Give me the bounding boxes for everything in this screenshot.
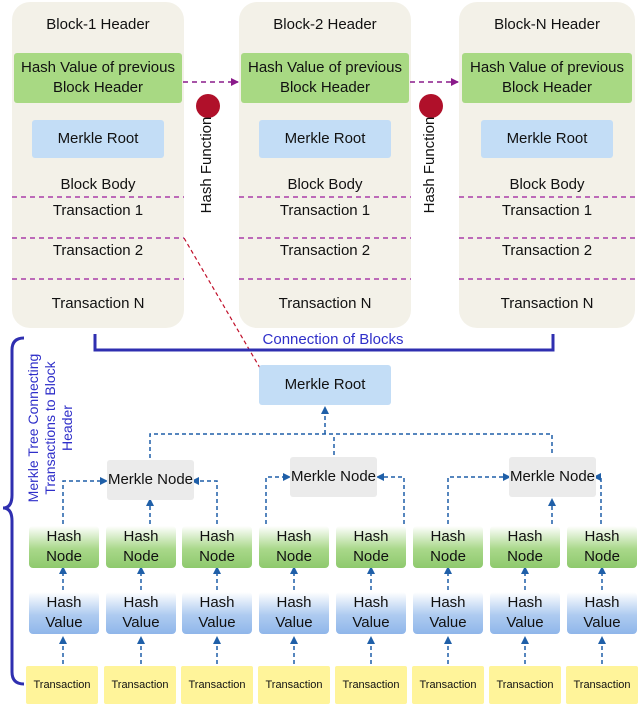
merkle-tree-brace (2, 336, 25, 686)
tree-arrows (59, 406, 606, 664)
merkle-node-2: Merkle Node (290, 457, 377, 497)
block-2-txn: Transaction N (278, 295, 372, 312)
block-n-prev-hash: Hash Value of previous Block Header (462, 53, 632, 103)
hash-function-dot-1 (196, 94, 220, 118)
transaction-5: Transaction (335, 666, 407, 704)
hash-value-8: Hash Value (567, 592, 637, 634)
transaction-4: Transaction (258, 666, 330, 704)
hash-node-8: Hash Node (567, 526, 637, 568)
hash-value-7: Hash Value (490, 592, 560, 634)
block-2-merkle-root: Merkle Root (259, 120, 391, 158)
block-2-prev-hash: Hash Value of previous Block Header (241, 53, 409, 103)
hash-node-3: Hash Node (182, 526, 252, 568)
block-separators (12, 196, 635, 280)
hash-node-7: Hash Node (490, 526, 560, 568)
hash-node-1: Hash Node (29, 526, 99, 568)
connection-of-blocks-label: Connection of Blocks (262, 331, 404, 348)
transaction-1: Transaction (26, 666, 98, 704)
block-n-merkle-root: Merkle Root (481, 120, 613, 158)
block-n-header: Block-N Header (494, 16, 600, 33)
block-2-tx2: Transaction 2 (279, 242, 371, 259)
hash-function-dot-2 (419, 94, 443, 118)
transaction-6: Transaction (412, 666, 484, 704)
merkle-tree-label-text: Merkle Tree Connecting Transactions to B… (24, 353, 75, 503)
hash-value-3: Hash Value (182, 592, 252, 634)
block-n-txn: Transaction N (500, 295, 594, 312)
connection-bracket (93, 334, 555, 352)
hash-value-4: Hash Value (259, 592, 329, 634)
block-1-tx2: Transaction 2 (52, 242, 144, 259)
hash-value-2: Hash Value (106, 592, 176, 634)
transaction-3: Transaction (181, 666, 253, 704)
hash-node-4: Hash Node (259, 526, 329, 568)
merkle-tree-label: Merkle Tree Connecting Transactions to B… (20, 338, 80, 518)
tree-merkle-root: Merkle Root (259, 365, 391, 405)
transaction-7: Transaction (489, 666, 561, 704)
hash-value-6: Hash Value (413, 592, 483, 634)
hash-node-6: Hash Node (413, 526, 483, 568)
hash-function-label-1: Hash Function (198, 116, 215, 214)
block-2-tx1: Transaction 1 (279, 202, 371, 219)
block-2-header: Block-2 Header (273, 16, 377, 33)
block-1-prev-hash: Hash Value of previous Block Header (14, 53, 182, 103)
merkle-node-1: Merkle Node (107, 460, 194, 500)
block-n-tx2: Transaction 2 (501, 242, 593, 259)
hash-function-label-2: Hash Function (421, 116, 438, 214)
transaction-2: Transaction (104, 666, 176, 704)
block-1-tx1: Transaction 1 (52, 202, 144, 219)
block-n-tx1: Transaction 1 (501, 202, 593, 219)
block-1-merkle-root: Merkle Root (32, 120, 164, 158)
block-1-txn: Transaction N (51, 295, 145, 312)
block-n-body: Block Body (509, 176, 585, 193)
hash-node-5: Hash Node (336, 526, 406, 568)
hash-value-5: Hash Value (336, 592, 406, 634)
block-1-body: Block Body (60, 176, 136, 193)
block-1-header: Block-1 Header (46, 16, 150, 33)
hash-node-2: Hash Node (106, 526, 176, 568)
merkle-node-3: Merkle Node (509, 457, 596, 497)
transaction-8: Transaction (566, 666, 638, 704)
block-2-body: Block Body (287, 176, 363, 193)
hash-value-1: Hash Value (29, 592, 99, 634)
